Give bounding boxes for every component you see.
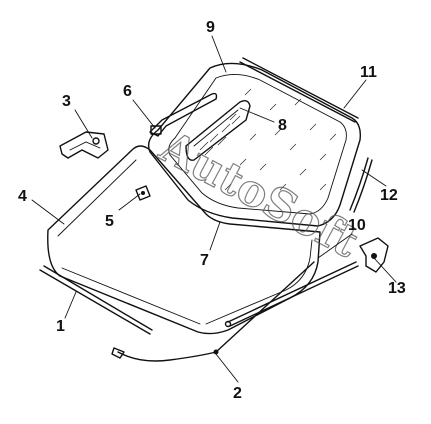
callout-8: 8 — [278, 117, 287, 134]
part-11-upper-seal — [239, 57, 359, 123]
callout-6: 6 — [123, 83, 132, 100]
callout-13: 13 — [388, 280, 406, 297]
callouts: 9 11 6 3 8 12 4 5 7 10 13 1 2 — [18, 19, 406, 402]
callout-4: 4 — [18, 188, 27, 205]
leader-lines — [31, 35, 397, 383]
callout-9: 9 — [206, 19, 215, 36]
part-13-hinge-bracket — [359, 237, 389, 273]
part-1-lower-seal — [39, 265, 153, 335]
callout-3: 3 — [62, 93, 71, 110]
part-2-release-cable — [111, 261, 315, 362]
part-12-side-seal — [349, 157, 373, 213]
part-3-hinge-bracket — [59, 131, 109, 159]
callout-11: 11 — [360, 64, 377, 81]
callout-10: 10 — [348, 217, 366, 234]
part-5-clip — [135, 185, 151, 201]
callout-1: 1 — [56, 318, 65, 335]
callout-2: 2 — [233, 385, 242, 402]
part-8-mirror-plate — [185, 99, 251, 161]
part-10-support-rod — [224, 261, 359, 328]
callout-5: 5 — [105, 213, 114, 230]
callout-12: 12 — [380, 187, 398, 204]
glass-hatching — [224, 88, 337, 191]
part-6-wiper-arm — [149, 92, 218, 137]
callout-7: 7 — [200, 252, 209, 269]
